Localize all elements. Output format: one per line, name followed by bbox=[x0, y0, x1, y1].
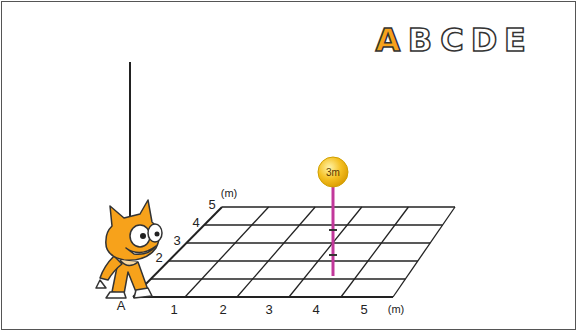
grid-line bbox=[393, 207, 455, 297]
axis-number: 1 bbox=[170, 303, 177, 316]
axis-number: 5 bbox=[208, 198, 215, 211]
grid-line bbox=[237, 207, 315, 297]
grid-line bbox=[204, 224, 442, 225]
axis-unit: (m) bbox=[388, 304, 405, 315]
ball bbox=[318, 157, 348, 187]
ball-text: 3m bbox=[326, 167, 340, 178]
axis-number: 4 bbox=[312, 303, 319, 316]
tick-mark bbox=[329, 254, 337, 256]
scratch-cat bbox=[96, 200, 162, 298]
letter: E bbox=[504, 24, 526, 56]
axis-number: 2 bbox=[219, 303, 226, 316]
letter: C bbox=[440, 24, 463, 56]
axis-number: 4 bbox=[192, 216, 199, 229]
axis-unit: (m) bbox=[221, 188, 238, 199]
grid-line bbox=[341, 207, 408, 297]
letter: B bbox=[408, 24, 432, 56]
grid-line bbox=[186, 242, 430, 243]
grid-line bbox=[169, 260, 418, 261]
axis-number: 3 bbox=[173, 234, 180, 247]
floor-grid bbox=[133, 207, 455, 297]
letter: A bbox=[376, 24, 401, 56]
grid-line bbox=[185, 207, 269, 297]
axis-number: 3 bbox=[265, 303, 272, 316]
grid-line bbox=[222, 206, 455, 207]
letter: D bbox=[471, 24, 498, 56]
grid-line bbox=[151, 278, 406, 279]
point-label: A bbox=[117, 299, 126, 312]
grid-line bbox=[133, 296, 393, 298]
axis-number: 5 bbox=[360, 303, 367, 316]
axis-number: 2 bbox=[155, 251, 162, 264]
ball-node: 3m bbox=[318, 157, 348, 187]
tick-mark bbox=[329, 229, 337, 231]
